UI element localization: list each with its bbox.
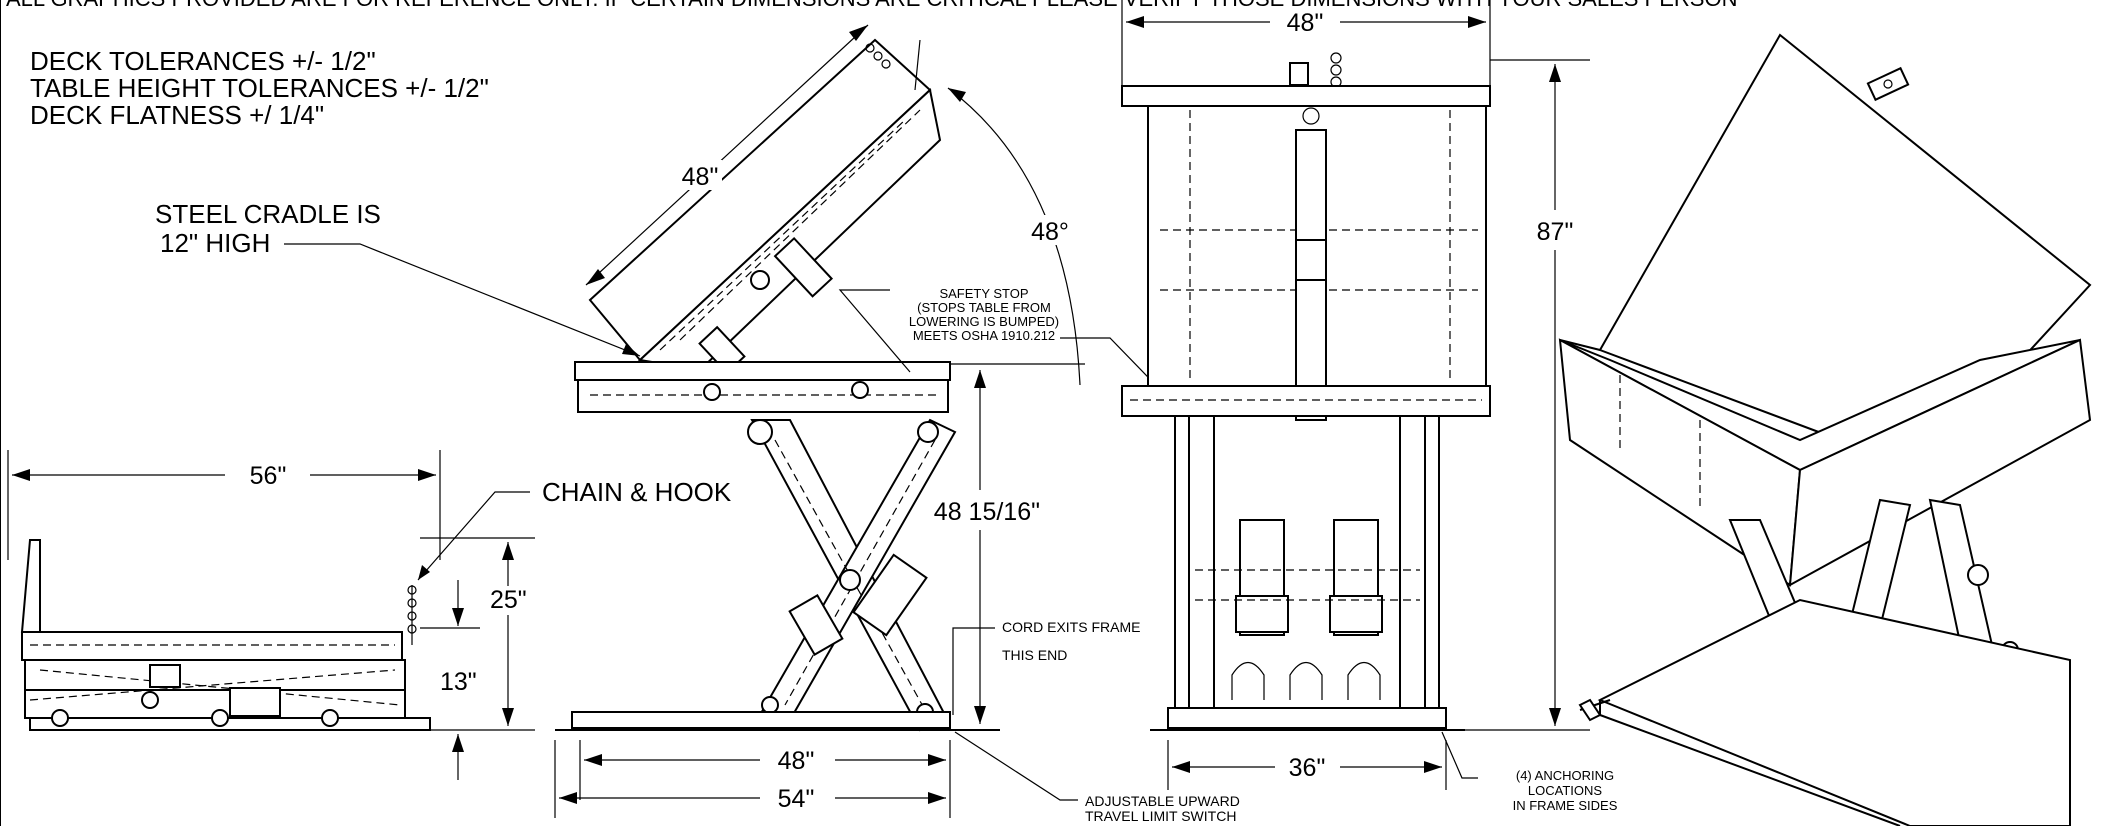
tolerance-deck: DECK TOLERANCES +/- 1/2" (30, 46, 376, 76)
callout-cradle-line2: 12" HIGH (160, 228, 270, 258)
isometric-view (1558, 33, 2092, 826)
callout-safety-stop-3: LOWERING IS BUMPED) (909, 314, 1059, 329)
callout-anchor-line3: IN FRAME SIDES (1513, 798, 1618, 813)
dim-tilt-angle: 48° (1031, 218, 1069, 246)
dim-base-48: 48" (778, 747, 815, 775)
disclaimer-banner: ALL GRAPHICS PROVIDED ARE FOR REFERENCE … (6, 0, 1737, 11)
front-view: 48" (1121, 0, 1618, 813)
dim-lowered-height: 13" (440, 668, 477, 696)
collapsed-side-view: 56" 25" 13" (7, 450, 732, 780)
callout-safety-stop-4: MEETS OSHA 1910.212 (913, 328, 1055, 343)
dim-raised-height: 48 15/16" (934, 498, 1040, 526)
callout-cradle-line1: STEEL CRADLE IS (155, 199, 381, 229)
dim-deck-tilt-length: 48" (682, 163, 719, 191)
dim-collapsed-length: 56" (250, 462, 287, 490)
tolerance-deck-flatness: DECK FLATNESS +/ 1/4" (30, 100, 324, 130)
callout-cord-line2: THIS END (1002, 647, 1067, 663)
dim-front-width: 48" (1287, 9, 1324, 37)
tolerance-table-height: TABLE HEIGHT TOLERANCES +/- 1/2" (30, 73, 489, 103)
callout-safety-stop-1: SAFETY STOP (939, 286, 1028, 301)
callout-anchor-line1: (4) ANCHORING (1516, 768, 1614, 783)
callout-limit-line1: ADJUSTABLE UPWARD (1085, 793, 1240, 809)
dim-collapsed-height: 25" (490, 586, 527, 614)
tilted-side-view: 48" 48° STEEL CRADLE IS 12" HIGH (155, 24, 1240, 824)
callout-cord-line1: CORD EXITS FRAME (1002, 619, 1140, 635)
dim-overall-height: 87" (1537, 218, 1574, 246)
callout-safety-stop-2: (STOPS TABLE FROM (917, 300, 1051, 315)
callout-chain-hook: CHAIN & HOOK (542, 477, 732, 507)
dim-base-width: 36" (1289, 754, 1326, 782)
callout-anchor-line2: LOCATIONS (1528, 783, 1602, 798)
dim-base-54: 54" (778, 785, 815, 813)
callout-limit-line2: TRAVEL LIMIT SWITCH (1085, 808, 1236, 824)
